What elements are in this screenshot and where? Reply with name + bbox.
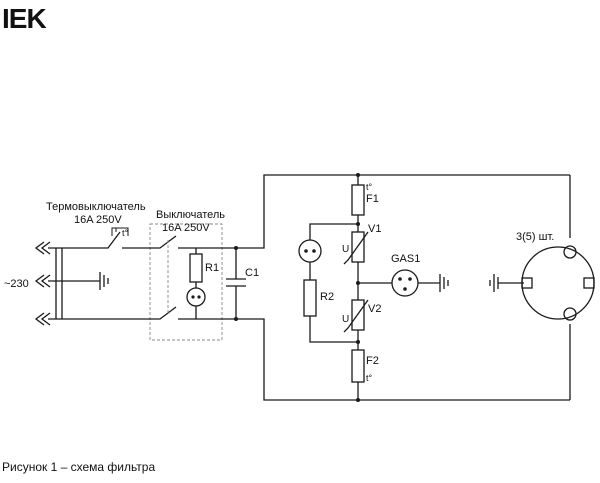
socket-pin-bottom	[563, 307, 577, 321]
fuse-f1	[351, 184, 365, 216]
terminal-arrow-line	[34, 241, 45, 255]
switch-label: Выключатель	[156, 209, 225, 221]
resistor-r2	[303, 279, 317, 317]
f1-t-label: t°	[366, 182, 373, 192]
thermal-switch-rating: 16A 250V	[74, 214, 122, 226]
ground-symbol-gas	[439, 274, 449, 292]
iek-logo: IEK	[2, 3, 46, 34]
gas1-label: GAS1	[391, 253, 420, 265]
switch-rating: 16A 250V	[162, 222, 210, 234]
r2-label: R2	[320, 291, 334, 303]
gas-discharge-tube	[391, 269, 419, 297]
ground-symbol-socket	[489, 274, 499, 292]
thermal-switch-t: t°	[122, 228, 129, 238]
v2-u-label: U	[342, 314, 349, 325]
f1-label: F1	[366, 193, 379, 205]
f2-label: F2	[366, 355, 379, 367]
input-terminals	[34, 241, 51, 326]
v1-label: V1	[368, 223, 381, 235]
power-socket	[521, 246, 595, 320]
neon-indicator	[298, 239, 322, 263]
c1-label: C1	[245, 267, 259, 279]
socket-count-label: 3(5) шт.	[516, 231, 554, 243]
thermal-switch-label: Термовыключатель	[46, 201, 146, 213]
switch-enclosure	[149, 223, 223, 341]
r1-label: R1	[205, 262, 219, 274]
f2-t-label: t°	[366, 373, 373, 383]
double-pole-switch	[148, 235, 222, 320]
figure-caption: Рисунок 1 – схема фильтра	[2, 460, 155, 474]
terminal-arrow-mid	[34, 274, 45, 288]
indicator-lamp	[186, 287, 206, 307]
terminal-arrow-neutral	[34, 312, 45, 326]
v1-u-label: U	[342, 244, 349, 255]
input-voltage-label: ~230	[4, 278, 29, 290]
v2-label: V2	[368, 303, 381, 315]
ground-symbol-left	[99, 272, 109, 290]
resistor-r1	[189, 253, 203, 283]
fuse-f2	[351, 349, 365, 383]
thermal-switch	[100, 227, 148, 249]
socket-pin-top	[563, 245, 577, 259]
